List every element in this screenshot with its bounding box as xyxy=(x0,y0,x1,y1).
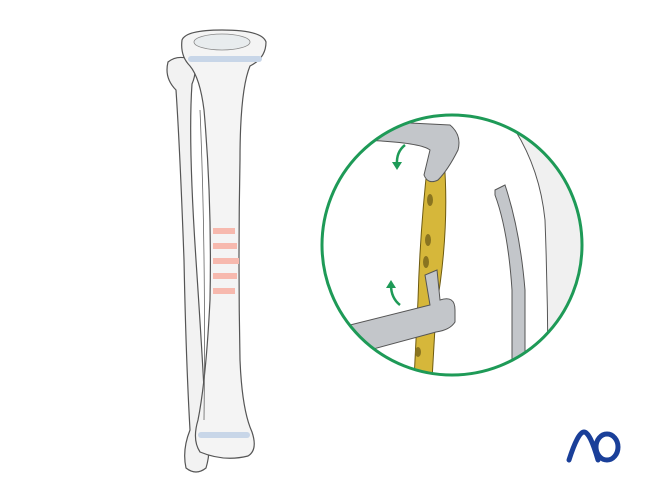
distal-tibia-cartilage xyxy=(198,432,250,438)
plate-hole xyxy=(427,194,433,206)
rotate-arrow-icon xyxy=(386,280,401,306)
fracture-mark xyxy=(213,258,239,264)
plate-hole xyxy=(425,234,431,246)
tibia-plateau-cartilage xyxy=(188,56,262,62)
bent-wire xyxy=(494,184,526,375)
rotate-arrow-icon xyxy=(392,144,406,170)
fracture-mark xyxy=(213,243,237,249)
fracture-mark xyxy=(213,273,237,279)
fracture-mark xyxy=(213,288,235,294)
tibia-ridge-line xyxy=(199,109,205,421)
fibula xyxy=(166,56,210,473)
magnification-circle xyxy=(320,113,584,377)
ao-logo xyxy=(566,429,621,463)
tibial-plateau xyxy=(193,33,251,51)
plate-hole xyxy=(423,256,429,268)
fracture-mark xyxy=(213,228,235,234)
fracture-marks xyxy=(213,228,239,294)
plate-holes xyxy=(415,194,433,357)
plate-hole xyxy=(415,347,421,357)
